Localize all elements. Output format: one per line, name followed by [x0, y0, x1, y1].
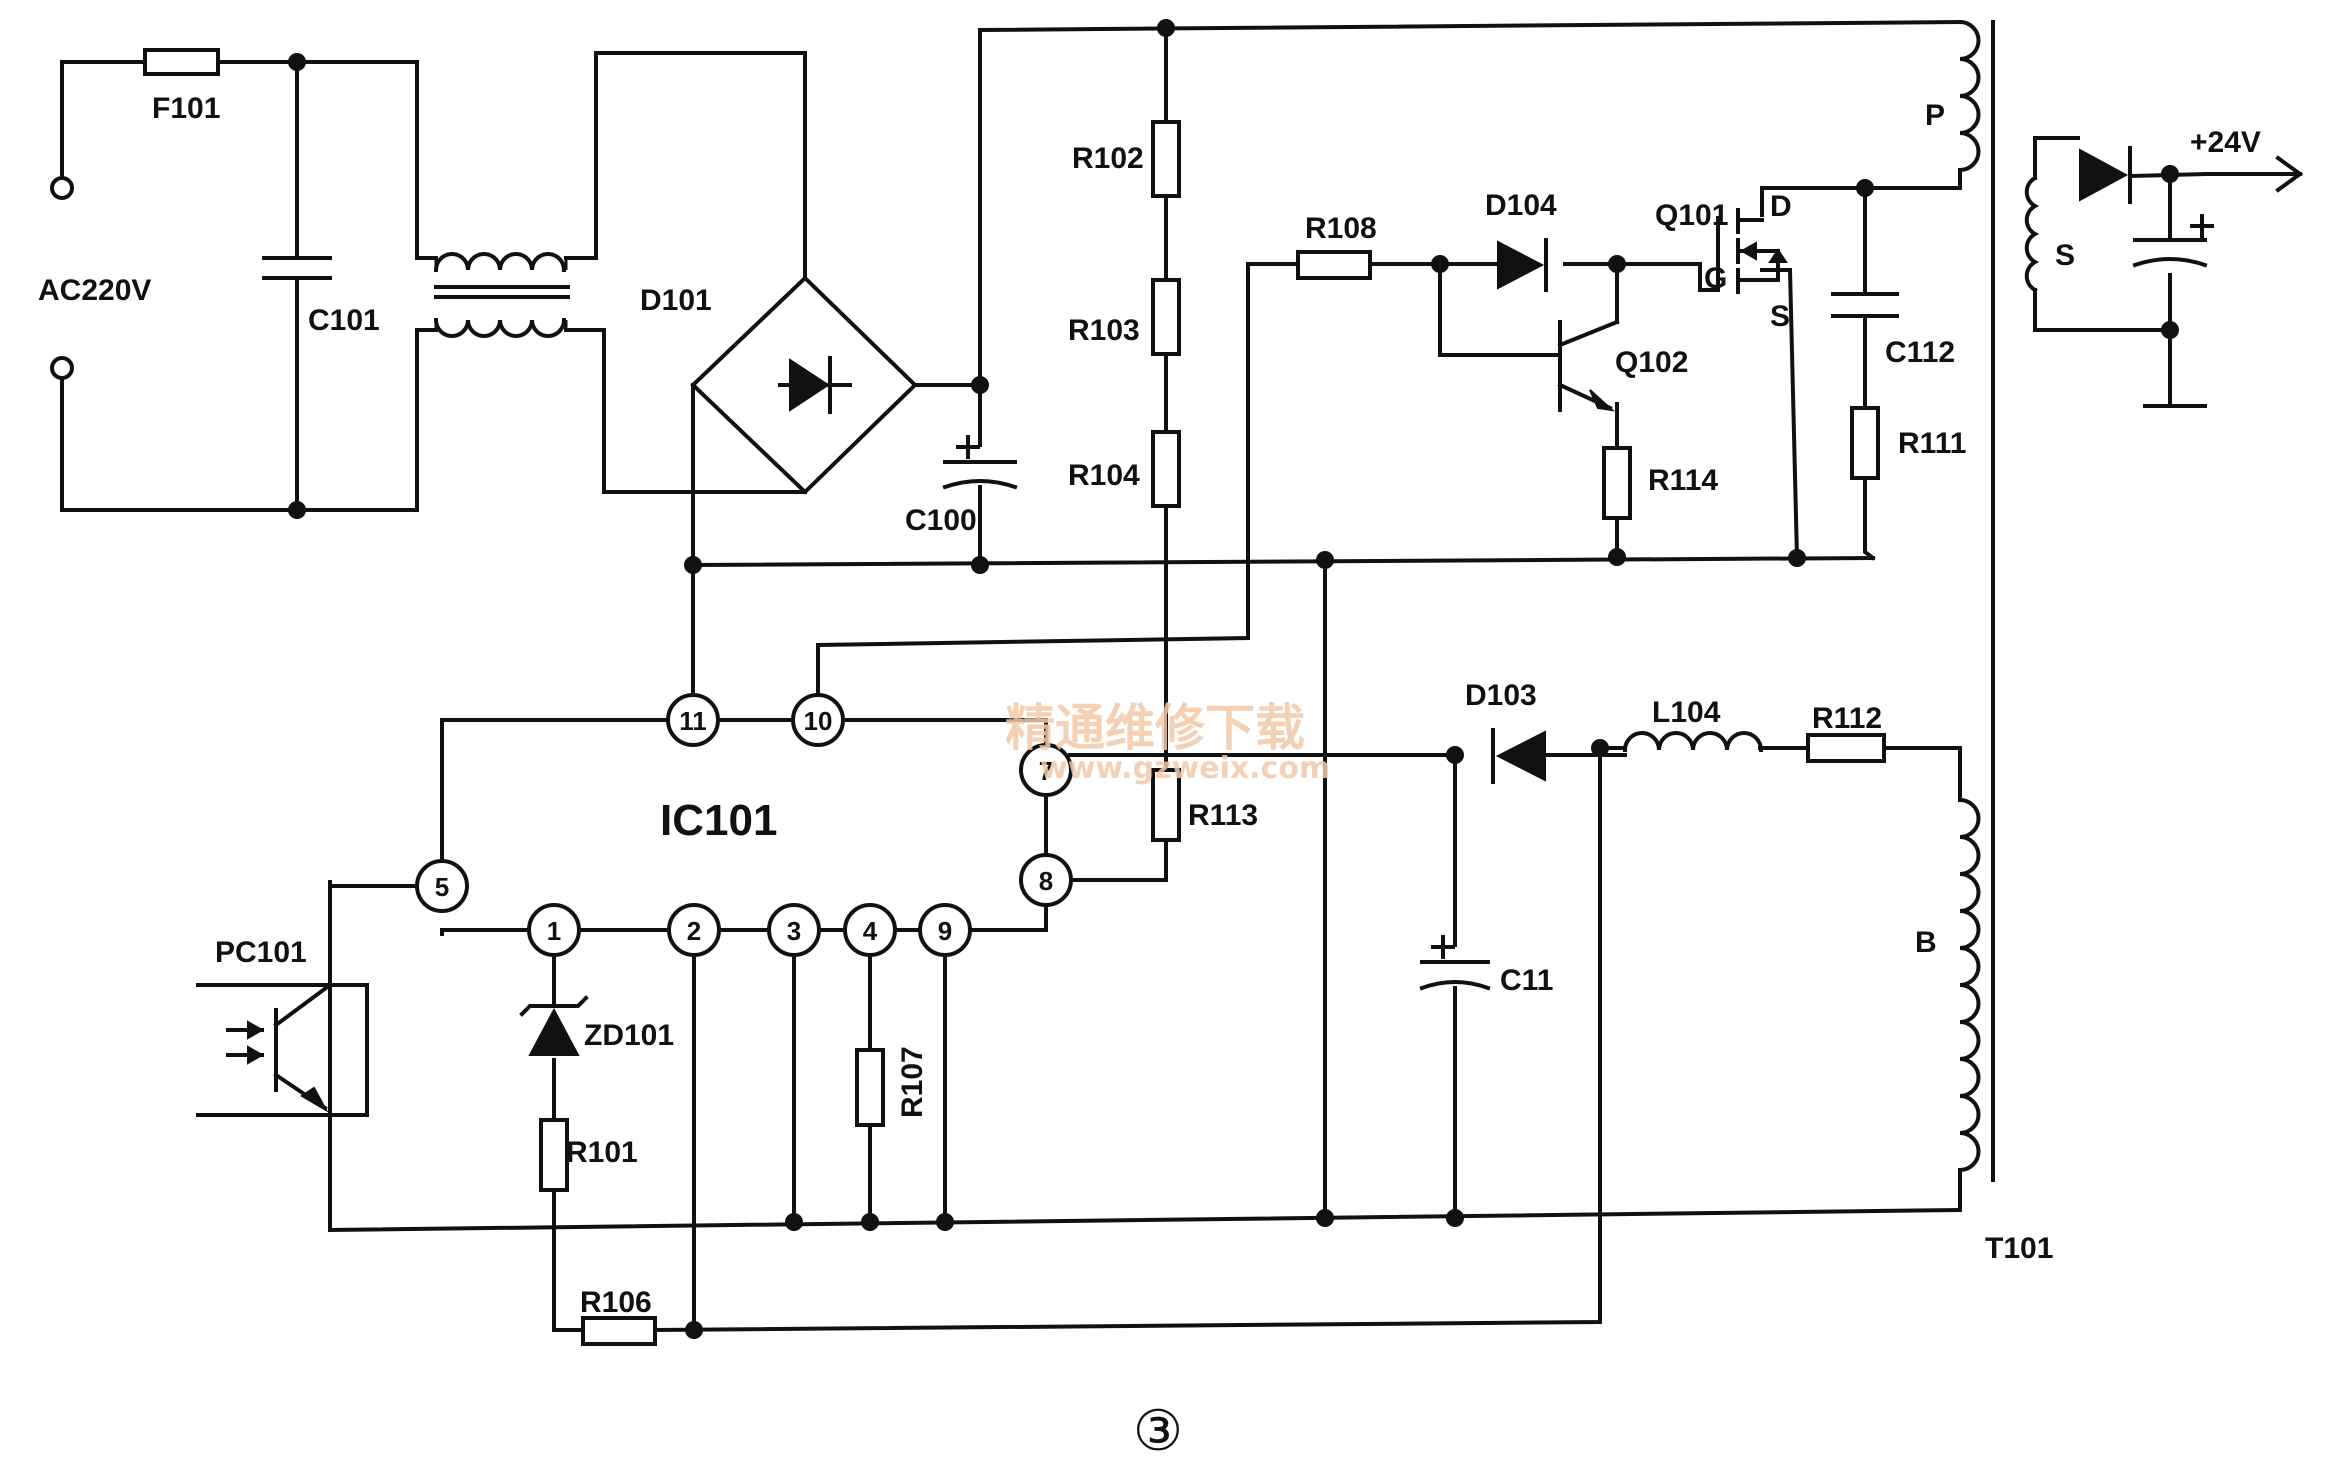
zener-zd101: [519, 995, 589, 1056]
svg-text:8: 8: [1039, 866, 1053, 896]
winding-aux: [1957, 797, 1981, 1173]
output-arrow: [2203, 155, 2304, 193]
label-ac220v: AC220V: [38, 274, 151, 307]
ic-pin-3: [767, 903, 821, 957]
label-r102: R102: [1072, 142, 1144, 175]
resistor-r114: [1602, 446, 1632, 520]
ic-pin-1: [527, 903, 581, 957]
label-f101: F101: [152, 92, 220, 125]
resistor-r106: [581, 1316, 657, 1346]
label-l104: L104: [1652, 696, 1721, 729]
ic-pin-8: [1019, 853, 1073, 907]
resistor-r113: [1151, 768, 1181, 842]
label-zd101: ZD101: [584, 1019, 674, 1052]
label-c11: C11: [1500, 964, 1553, 997]
label-c100: C100: [905, 504, 977, 537]
ic-pin-7: [1019, 743, 1073, 797]
svg-text:9: 9: [938, 916, 952, 946]
svg-text:1: 1: [547, 916, 561, 946]
label-d103: D103: [1465, 679, 1537, 712]
svg-text:5: 5: [435, 872, 449, 902]
label-r101: R101: [566, 1136, 638, 1169]
labels: F101 AC220V C101 D101 C100 R102 R103 R10…: [38, 92, 2261, 1464]
label-source: S: [1770, 300, 1790, 333]
winding-secondary: [2024, 175, 2040, 293]
inductor-l104: [1622, 731, 1764, 753]
label-t101: T101: [1985, 1232, 2053, 1265]
resistor-r101: [539, 1118, 569, 1192]
label-drain: D: [1770, 190, 1792, 223]
figure-number: ③: [1133, 1399, 1183, 1464]
bridge-rectifier-d101: [690, 275, 918, 495]
label-r106: R106: [580, 1286, 652, 1319]
svg-text:11: 11: [679, 706, 707, 736]
common-mode-choke: [433, 252, 570, 338]
label-primary: P: [1925, 99, 1945, 132]
label-r111: R111: [1898, 427, 1966, 460]
label-gate: G: [1704, 262, 1727, 295]
capacitor-c101: [262, 256, 332, 280]
label-r114: R114: [1648, 464, 1718, 497]
diode-output: [2079, 146, 2132, 204]
watermark-url: www.gzweix.com: [1040, 751, 1330, 786]
label-r103: R103: [1068, 314, 1140, 347]
label-r104: R104: [1068, 459, 1140, 492]
label-secondary: S: [2055, 239, 2075, 272]
label-c101: C101: [308, 304, 380, 337]
capacitor-c112: [1831, 292, 1899, 318]
diode-d104: [1497, 238, 1548, 292]
ic-pin-11: [666, 693, 720, 747]
svg-text:3: 3: [787, 916, 801, 946]
capacitor-c100: [942, 435, 1018, 490]
fuse-f101: [143, 48, 220, 76]
ic-pins: 11 10 7 8 5 1 2 3 4 9: [415, 693, 1073, 957]
label-d101: D101: [640, 284, 712, 317]
resistor-r103: [1151, 278, 1181, 356]
ic-pin-10: [791, 693, 845, 747]
ic-pin-5: [415, 859, 469, 913]
diode-d103: [1491, 728, 1546, 784]
resistor-r112: [1806, 733, 1886, 763]
ac-terminal-top: [50, 176, 74, 200]
svg-text:2: 2: [687, 916, 701, 946]
label-aux: B: [1915, 926, 1937, 959]
resistor-r108: [1296, 250, 1372, 280]
svg-text:10: 10: [804, 706, 833, 736]
mosfet-q101: [1716, 208, 1788, 294]
capacitor-c11: [1419, 935, 1491, 991]
winding-primary: [1957, 19, 1981, 173]
label-c112: C112: [1885, 336, 1955, 369]
svg-text:4: 4: [863, 916, 878, 946]
resistor-r102: [1151, 120, 1181, 198]
transistor-q102: [1557, 319, 1620, 412]
capacitor-output: [2132, 214, 2214, 268]
label-ic101: IC101: [660, 796, 777, 845]
ic-pin-9: [918, 903, 972, 957]
ic-pin-2: [667, 903, 721, 957]
label-q101: Q101: [1655, 199, 1728, 232]
resistor-r104: [1151, 430, 1181, 508]
label-d104: D104: [1485, 189, 1557, 222]
label-pc101: PC101: [215, 936, 307, 969]
ic-pin-4: [843, 903, 897, 957]
resistor-r111: [1850, 406, 1880, 480]
label-output: +24V: [2190, 126, 2261, 159]
svg-text:7: 7: [1039, 756, 1053, 786]
label-r107: R107: [896, 1046, 929, 1118]
junction-dots: [288, 19, 2179, 1339]
label-r108: R108: [1305, 212, 1377, 245]
ac-terminal-bottom: [50, 356, 74, 380]
wires: [60, 19, 2208, 1333]
label-r113: R113: [1188, 799, 1258, 832]
resistor-r107: [855, 1048, 885, 1127]
label-r112: R112: [1812, 702, 1882, 735]
label-q102: Q102: [1615, 346, 1688, 379]
watermark-text: 精通维修下载: [1005, 699, 1305, 757]
optocoupler-pc101: [226, 982, 369, 1117]
